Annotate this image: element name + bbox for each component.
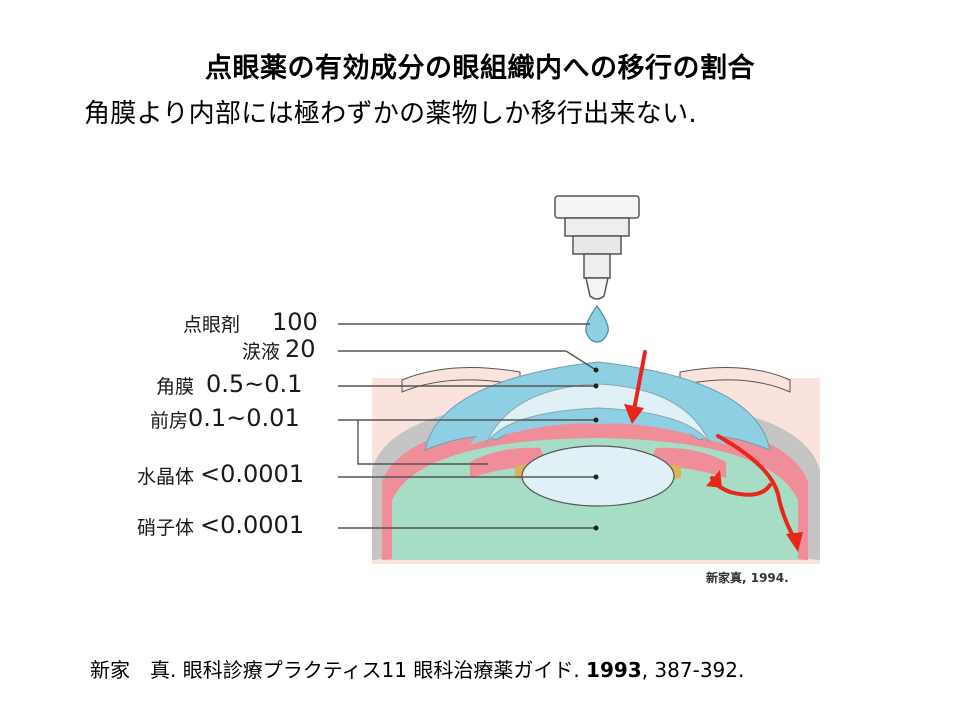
upper-eyelid-right: [679, 367, 791, 393]
figure-credit: 新家真, 1994.: [706, 571, 789, 585]
value-lens: <0.0001: [200, 460, 305, 488]
leader-lines: [338, 323, 597, 529]
citation-source: 眼科診療プラクティス11 眼科治療薬ガイド.: [182, 658, 580, 682]
label-tear-fluid: 涙液: [241, 341, 280, 363]
arrow-heads: [624, 404, 803, 552]
eye-drop: [585, 304, 609, 343]
page-title: 点眼薬の有効成分の眼組織内への移行の割合: [205, 53, 755, 84]
label-cornea: 角膜: [155, 376, 194, 398]
citation: 新家 真. 眼科診療プラクティス11 眼科治療薬ガイド. 1993, 387-3…: [90, 654, 744, 683]
label-vitreous: 硝子体: [136, 517, 194, 539]
label-eye-drop: 点眼剤: [182, 314, 240, 336]
eye-dropper: [554, 195, 640, 300]
citation-year: 1993: [586, 658, 642, 682]
iris-right: [648, 447, 726, 478]
citation-pages: , 387-392.: [641, 658, 745, 682]
label-anterior-chamber: 前房: [149, 410, 188, 432]
value-vitreous: <0.0001: [200, 511, 305, 539]
leader-dots: [593, 367, 599, 531]
citation-authors: 新家 真.: [90, 658, 177, 682]
value-tear-fluid: 20: [285, 335, 316, 363]
cornea: [485, 383, 711, 445]
label-lens: 水晶体: [136, 466, 194, 488]
iris-left: [470, 447, 548, 478]
value-anterior-chamber: 0.1~0.01: [188, 404, 300, 432]
value-cornea: 0.5~0.1: [206, 370, 303, 398]
page-subtitle: 角膜より内部には極わずかの薬物しか移行出来ない.: [84, 99, 697, 129]
value-eye-drop: 100: [272, 308, 318, 336]
